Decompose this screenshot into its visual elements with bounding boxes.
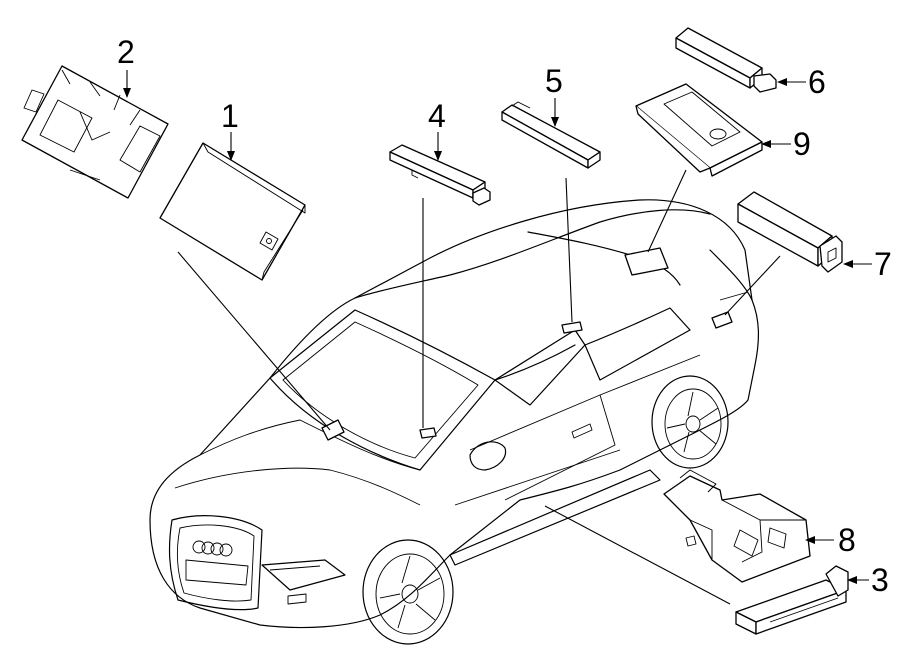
callout-6: 6 [808, 64, 826, 100]
part-1-module [159, 142, 306, 281]
leader-lines [177, 169, 781, 605]
part-3-antenna-strip [735, 565, 849, 635]
car-illustration [149, 199, 760, 645]
callout-5: 5 [545, 63, 563, 99]
callout-arrows [123, 70, 872, 584]
callout-4: 4 [428, 98, 446, 134]
callout-2: 2 [117, 34, 135, 70]
part-6-antenna [675, 27, 777, 93]
callout-3: 3 [871, 562, 889, 598]
callout-1: 1 [221, 98, 239, 134]
callout-numbers: 2 1 4 5 6 9 7 8 3 [117, 34, 892, 598]
part-2-control-module [21, 65, 169, 199]
part-8-bracket [663, 469, 811, 583]
part-4-antenna [389, 144, 491, 206]
part-9-housing [635, 83, 763, 177]
rear-wheel [651, 375, 729, 469]
part-5-antenna [501, 101, 601, 169]
front-wheel [362, 539, 454, 645]
part-7-module [737, 191, 843, 273]
callout-7: 7 [874, 246, 892, 282]
callout-9: 9 [793, 126, 811, 162]
four-rings-logo [192, 540, 233, 557]
callout-8: 8 [838, 522, 856, 558]
